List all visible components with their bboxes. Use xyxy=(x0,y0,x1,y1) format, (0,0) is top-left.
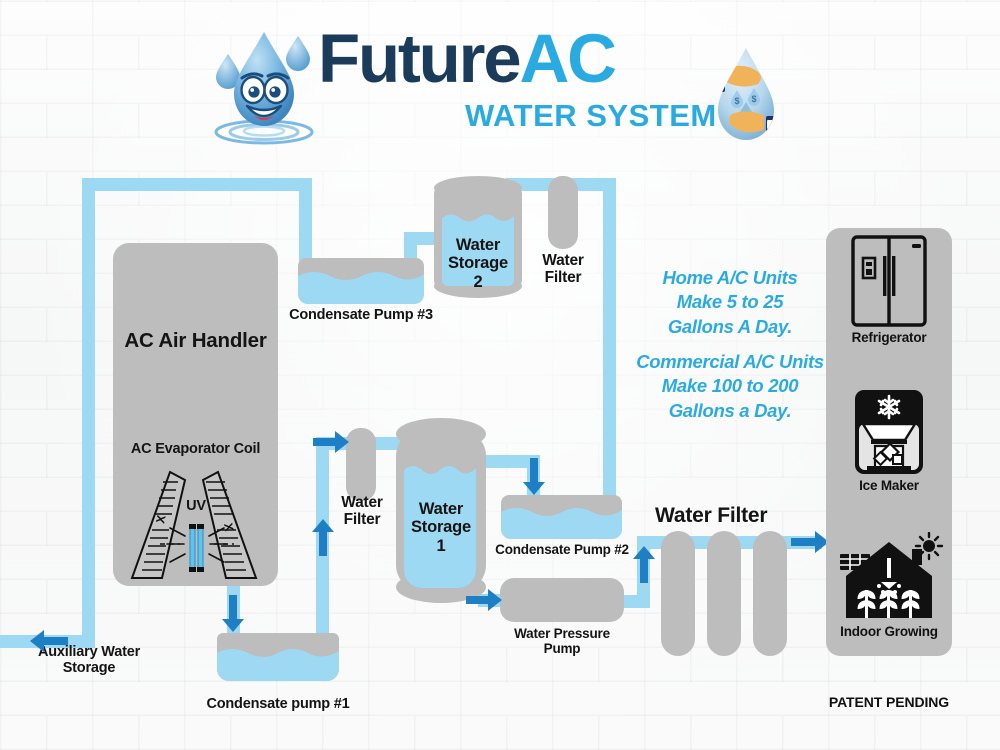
brand-subtitle: WATER SYSTEM xyxy=(465,98,717,133)
water-pressure-pump xyxy=(500,578,624,622)
svg-text:$: $ xyxy=(734,96,739,106)
flow-arrow-storage1-to-pump2 xyxy=(521,458,547,496)
svg-text:X: X xyxy=(221,522,236,533)
appliance-ice-maker: Ice Maker xyxy=(826,388,952,493)
water-pressure-pump-label: Water Pressure Pump xyxy=(514,626,610,657)
pipe-top-left-horizontal xyxy=(82,178,312,191)
condensate-pump-2-label: Condensate Pump #2 xyxy=(495,542,629,557)
water-drop-face-icon xyxy=(206,20,324,146)
flow-arrow-to-appliances xyxy=(791,529,831,555)
water-filter-bank-label: Water Filter xyxy=(655,504,768,527)
water-storage-1-label: Water Storage 1 xyxy=(410,500,472,555)
evaporator-coil-icon: X X xyxy=(122,466,272,586)
water-storage-2 xyxy=(434,176,522,298)
header: FutureAC WATER SYSTEM xyxy=(0,0,1000,160)
water-storage-1 xyxy=(396,418,486,603)
water-filter-mid-label: Water Filter xyxy=(341,494,383,529)
flow-arrow-pressure-pump-riser xyxy=(631,545,657,583)
brand-name-dark: Future xyxy=(318,20,522,97)
filter-cartridge-2 xyxy=(707,531,741,656)
water-filter-top-label: Water Filter xyxy=(542,252,584,287)
water-filter-mid xyxy=(346,428,376,501)
condensate-pump-1 xyxy=(217,633,339,681)
condensate-pump-3-label: Condensate Pump #3 xyxy=(289,307,433,323)
svg-text:X: X xyxy=(153,514,168,525)
appliance-refrigerator: Refrigerator xyxy=(826,234,952,345)
ice-maker-icon xyxy=(826,388,952,476)
condensate-pump-1-label: Condensate pump #1 xyxy=(206,696,350,712)
condensate-pump-2 xyxy=(501,495,622,539)
water-storage-2-label: Water Storage 2 xyxy=(447,236,509,291)
callout-commercial-units: Commercial A/C Units Make 100 to 200 Gal… xyxy=(636,351,824,421)
pipe-filter-top-to-pump2 xyxy=(603,178,616,523)
ac-evaporator-coil-label: AC Evaporator Coil xyxy=(130,441,261,457)
brand-name-light: AC xyxy=(519,20,616,97)
appliance-indoor-growing: Indoor Growing xyxy=(826,532,952,639)
pipe-storage1-to-pump2-horizontal xyxy=(478,455,540,468)
ice-maker-label: Ice Maker xyxy=(859,478,919,493)
indoor-growing-label: Indoor Growing xyxy=(840,624,938,639)
uv-label: UV xyxy=(186,498,206,514)
flow-arrow-to-filter-mid xyxy=(313,429,351,455)
pipe-into-condensate-pump-3 xyxy=(299,178,312,268)
flow-arrow-to-aux-storage xyxy=(28,628,68,654)
callout-home-units: Home A/C Units Make 5 to 25 Gallons A Da… xyxy=(662,267,798,337)
auxiliary-storage-label: Auxiliary Water Storage xyxy=(37,644,141,677)
indoor-growing-icon xyxy=(826,532,952,622)
pipe-left-vertical xyxy=(82,178,95,648)
filter-cartridge-3 xyxy=(753,531,787,656)
flow-arrow-to-pressure-pump xyxy=(466,587,504,613)
svg-text:$: $ xyxy=(751,94,756,104)
filter-cartridge-1 xyxy=(661,531,695,656)
page-title: FutureAC xyxy=(318,24,617,93)
ac-air-handler-label: AC Air Handler xyxy=(124,329,267,352)
water-filter-top xyxy=(548,176,578,249)
refrigerator-icon xyxy=(826,234,952,328)
flow-arrow-air-handler-drain xyxy=(220,595,246,633)
refrigerator-label: Refrigerator xyxy=(851,330,927,345)
flow-arrow-pump1-riser xyxy=(310,518,336,556)
condensate-pump-3 xyxy=(298,258,424,304)
patent-pending-label: PATENT PENDING xyxy=(828,694,950,710)
water-drop-money-icon: $ $ $ xyxy=(700,44,792,146)
